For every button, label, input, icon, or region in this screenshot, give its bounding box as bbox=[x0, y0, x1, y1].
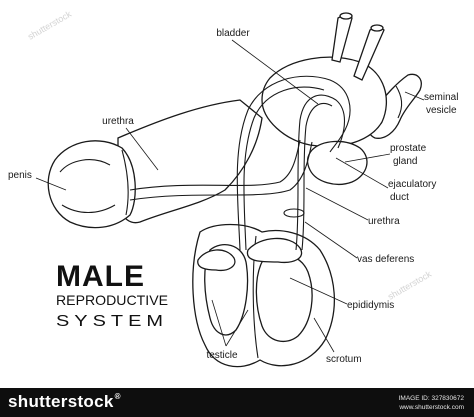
label-scrotum: scrotum bbox=[326, 354, 362, 365]
leader-prostate bbox=[344, 153, 391, 163]
label-prostate-2: gland bbox=[393, 156, 417, 167]
leader-bladder bbox=[231, 39, 319, 105]
leader-vas-deferens bbox=[304, 221, 358, 259]
leader-testicle-a bbox=[225, 309, 249, 347]
epididymis-right bbox=[246, 237, 303, 264]
vas-deferens-right-inner bbox=[301, 102, 333, 251]
watermark-text: shutterstock bbox=[26, 9, 73, 42]
urethra-tube bbox=[129, 141, 313, 201]
ureter-right-end bbox=[370, 24, 384, 32]
glans bbox=[47, 140, 136, 229]
label-penis: penis bbox=[8, 170, 32, 181]
title-reproductive: REPRODUCTIVE bbox=[56, 292, 168, 308]
leader-testicle-b bbox=[211, 299, 227, 347]
epididymis-left bbox=[197, 249, 236, 272]
label-ejaculatory-1: ejaculatory bbox=[388, 179, 436, 190]
site-url: www.shutterstock.com bbox=[399, 404, 464, 411]
diagram-title: MALE REPRODUCTIVE SYSTEM bbox=[56, 260, 168, 330]
leader-penis bbox=[35, 177, 67, 191]
penis-shaft bbox=[117, 99, 263, 224]
leader-seminal-vesicle bbox=[404, 91, 425, 101]
shutterstock-logo: shutterstock® bbox=[8, 392, 121, 412]
label-epididymis: epididymis bbox=[347, 300, 394, 311]
seminal-vesicle-fold bbox=[395, 85, 403, 119]
glans-inner-fold bbox=[59, 159, 111, 173]
glans-rim bbox=[121, 149, 129, 216]
vas-deferens-right bbox=[295, 94, 346, 251]
brand-text: shutterstock bbox=[8, 392, 114, 411]
brand-registered-mark: ® bbox=[114, 392, 121, 401]
glans-inner-fold bbox=[61, 204, 116, 214]
urethra-tube bbox=[129, 139, 301, 191]
testicle-right bbox=[255, 253, 313, 343]
label-seminal-vesicle-1: seminal bbox=[424, 92, 458, 103]
ureter-left-end bbox=[339, 12, 353, 20]
leader-scrotum bbox=[313, 317, 335, 353]
leader-ejaculatory bbox=[335, 157, 389, 189]
image-id: IMAGE ID: 327830672 bbox=[398, 395, 464, 402]
labels: bladder urethra penis seminal vesicle pr… bbox=[8, 28, 458, 365]
image-meta: IMAGE ID: 327830672 www.shutterstock.com bbox=[399, 394, 464, 412]
vas-deferens-left-inner bbox=[243, 86, 325, 251]
leader-urethra-top bbox=[125, 127, 159, 171]
ureter-left bbox=[331, 13, 353, 63]
label-ejaculatory-2: duct bbox=[390, 192, 409, 203]
label-seminal-vesicle-2: vesicle bbox=[426, 105, 457, 116]
label-bladder: bladder bbox=[216, 28, 250, 39]
title-system: SYSTEM bbox=[56, 313, 168, 330]
leader-urethra-right bbox=[305, 187, 369, 221]
label-urethra-right: urethra bbox=[368, 216, 400, 227]
label-vas-deferens: vas deferens bbox=[357, 254, 414, 265]
leader-lines bbox=[35, 39, 425, 353]
title-male: MALE bbox=[56, 260, 145, 293]
label-testicle: testicle bbox=[206, 350, 238, 361]
bladder bbox=[261, 56, 387, 148]
watermark-text: shutterstock bbox=[386, 269, 433, 302]
prostate-gland bbox=[306, 140, 368, 185]
leader-epididymis bbox=[289, 277, 348, 305]
anatomy-drawing bbox=[47, 12, 422, 368]
label-prostate-1: prostate bbox=[390, 143, 427, 154]
label-urethra-top: urethra bbox=[102, 116, 134, 127]
stock-footer: shutterstock® IMAGE ID: 327830672 www.sh… bbox=[0, 388, 474, 417]
vas-deferens-cuff bbox=[283, 208, 305, 218]
